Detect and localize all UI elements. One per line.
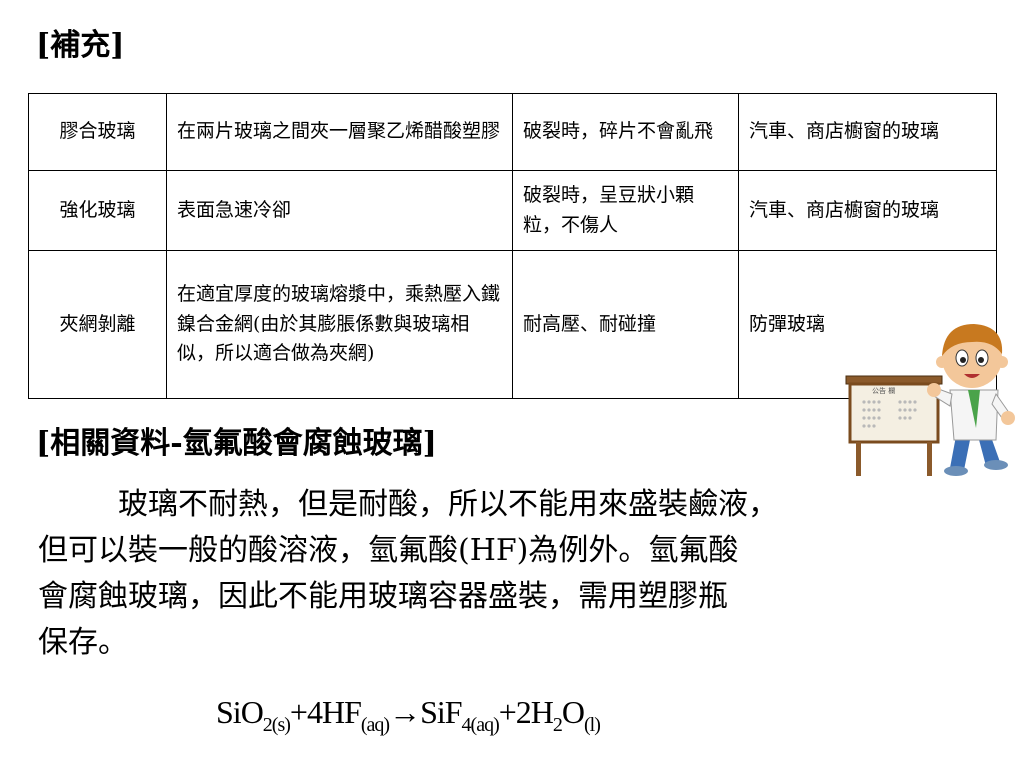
table-row: 膠合玻璃 在兩片玻璃之間夾一層聚乙烯醋酸塑膠 破裂時，碎片不會亂飛 汽車、商店櫥… [28, 93, 997, 171]
table-cell: 破裂時，呈豆狀小顆粒，不傷人 [512, 170, 739, 251]
table-cell: 汽車、商店櫥窗的玻璃 [738, 93, 997, 171]
table-cell: 表面急速冷卻 [166, 170, 513, 251]
equation-term: +2H [498, 694, 554, 730]
paragraph-line: 會腐蝕玻璃，因此不能用玻璃容器盛裝，需用塑膠瓶 [38, 579, 728, 614]
board-text: 公告 欄 [872, 386, 895, 395]
table-cell: 強化玻璃 [28, 170, 167, 251]
paragraph-line: 玻璃不耐熱，但是耐酸，所以不能用來盛裝鹼液， [118, 487, 778, 522]
equation-term: +4HF [289, 694, 362, 730]
table-cell: 耐高壓、耐碰撞 [512, 250, 739, 399]
table-cell: 膠合玻璃 [28, 93, 167, 171]
related-info-heading: [相關資料-氫氟酸會腐蝕玻璃] [36, 426, 437, 461]
table-row: 夾網剝離 在適宜厚度的玻璃熔漿中，乘熱壓入鐵鎳合金網(由於其膨脹係數與玻璃相似，… [28, 250, 997, 399]
equation-subscript: 4(aq) [461, 714, 500, 736]
glass-types-table: 膠合玻璃 在兩片玻璃之間夾一層聚乙烯醋酸塑膠 破裂時，碎片不會亂飛 汽車、商店櫥… [28, 93, 997, 399]
equation-subscript: 2 [552, 714, 563, 736]
cartoon-boy-with-notice-board-icon: 公告 欄 [845, 324, 1015, 476]
equation-subscript: (l) [584, 714, 601, 736]
equation-term: SiF [420, 694, 462, 730]
equation-subscript: 2(s) [262, 714, 291, 736]
equation-subscript: (aq) [360, 714, 390, 736]
supplement-heading: [補充] [36, 28, 125, 63]
paragraph-line: 但可以裝一般的酸溶液，氫氟酸(HF)為例外。氫氟酸 [38, 533, 739, 568]
equation-term: O [561, 694, 585, 730]
table-cell: 在適宜厚度的玻璃熔漿中，乘熱壓入鐵鎳合金網(由於其膨脹係數與玻璃相似，所以適合做… [166, 250, 513, 399]
paragraph-line: 保存。 [38, 625, 128, 660]
reaction-arrow: → [389, 694, 421, 730]
table-cell: 汽車、商店櫥窗的玻璃 [738, 170, 997, 251]
table-row: 強化玻璃 表面急速冷卻 破裂時，呈豆狀小顆粒，不傷人 汽車、商店櫥窗的玻璃 [28, 170, 997, 251]
equation-term: SiO [216, 694, 264, 730]
table-cell: 在兩片玻璃之間夾一層聚乙烯醋酸塑膠 [166, 93, 513, 171]
hf-paragraph: 玻璃不耐熱，但是耐酸，所以不能用來盛裝鹼液， 但可以裝一般的酸溶液，氫氟酸(HF… [38, 482, 988, 666]
chemical-equation: SiO2(s)+4HF(aq)→SiF4(aq)+2H2O(l) [216, 694, 601, 735]
table-cell: 夾網剝離 [28, 250, 167, 399]
table-cell: 破裂時，碎片不會亂飛 [512, 93, 739, 171]
